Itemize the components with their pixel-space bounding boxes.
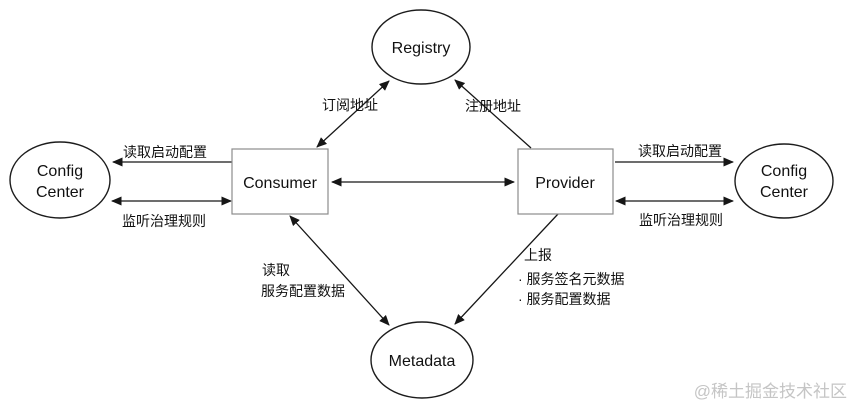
- consumer-listen-governance-rules-label: 监听治理规则: [122, 213, 206, 229]
- config-center-right-node: [734, 143, 834, 219]
- edge-consumer-registry: [316, 80, 390, 148]
- provider-listen-governance-rules-label: 监听治理规则: [639, 212, 723, 228]
- watermark: @稀土掘金技术社区: [694, 382, 847, 401]
- registry-node: [371, 9, 471, 85]
- metadata-node: [370, 321, 474, 399]
- registry-label: Registry: [392, 40, 451, 57]
- edge-provider-metadata: [454, 213, 559, 325]
- read-label: 读取: [262, 262, 290, 278]
- subscribe-address-label: 订阅地址: [322, 97, 378, 113]
- edge-provider-registry: [454, 79, 532, 149]
- consumer-read-startup-config-label: 读取启动配置: [123, 144, 207, 160]
- consumer-label: Consumer: [243, 175, 317, 192]
- report-service-signature-metadata-label: · 服务签名元数据: [518, 271, 625, 287]
- report-service-config-data-label: · 服务配置数据: [518, 291, 611, 307]
- edge-consumer-metadata: [289, 215, 390, 326]
- config-center-left-label-line2: Center: [36, 184, 85, 201]
- config-center-right-label-line1: Config: [761, 163, 807, 180]
- metadata-label: Metadata: [389, 353, 456, 370]
- report-label: 上报: [524, 247, 552, 263]
- register-address-label: 注册地址: [465, 98, 521, 114]
- provider-read-startup-config-label: 读取启动配置: [638, 143, 722, 159]
- consumer-node: [231, 148, 329, 215]
- config-center-left-node: [9, 141, 111, 219]
- config-center-right-label-line2: Center: [760, 184, 809, 201]
- provider-node: [517, 148, 614, 215]
- config-center-left-label-line1: Config: [37, 163, 83, 180]
- provider-label: Provider: [535, 175, 595, 192]
- read-service-config-data-label: 服务配置数据: [261, 283, 345, 299]
